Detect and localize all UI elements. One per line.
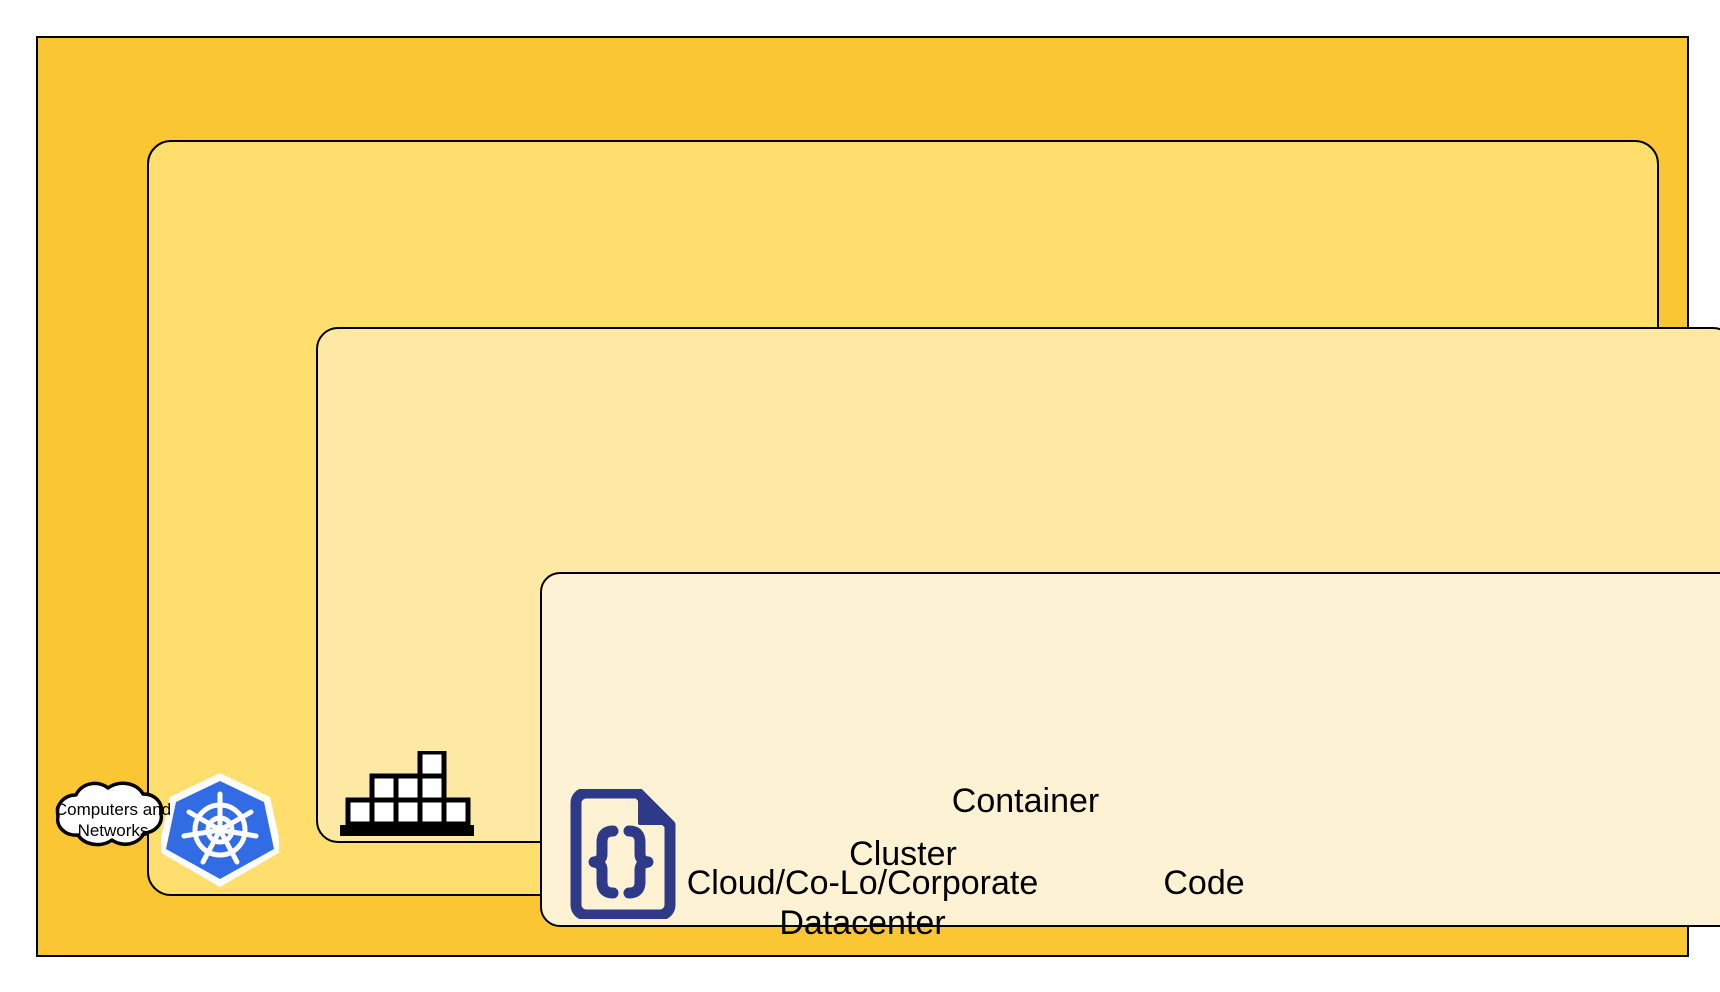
layer-container[interactable]: Code — [316, 327, 1720, 927]
layer-cluster[interactable]: Code — [147, 140, 1720, 927]
computers-and-networks-cloud[interactable]: Computers and Networks — [30, 775, 196, 861]
computers-and-networks-label: Computers and Networks — [54, 800, 172, 840]
kubernetes-icon — [158, 772, 282, 888]
layer-datacenter-label: Cloud/Co-Lo/Corporate Datacenter — [686, 864, 1039, 942]
layer-code[interactable]: Code — [540, 572, 1720, 927]
layer-container-label: Container — [951, 782, 1100, 820]
container-stack-icon — [338, 749, 476, 837]
layer-code-label: Code — [1163, 864, 1245, 902]
layer-cluster-label: Cluster — [849, 835, 957, 873]
layer-datacenter[interactable]: Code — [36, 36, 1720, 957]
code-document-icon — [566, 787, 678, 921]
